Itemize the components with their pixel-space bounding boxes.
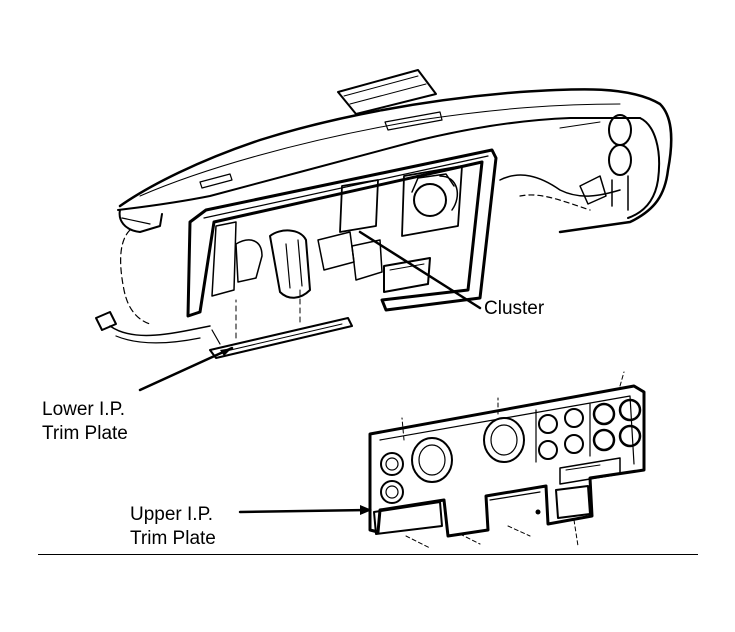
lower-trim-leader-line [138,346,234,392]
upper-ip-trim-plate [368,371,646,549]
upper-trim-plate-label-line1: Upper I.P. [130,504,214,525]
upper-trim-plate-label: Upper I.P. Trim Plate [130,503,216,551]
instrument-panel-assembly [95,69,673,359]
cluster-leader-line [358,230,482,310]
separator-rule [38,554,698,555]
cluster-label: Cluster [484,297,544,321]
lower-trim-plate-label: Lower I.P. Trim Plate [42,398,128,446]
cluster-label-text: Cluster [484,298,545,319]
lower-trim-plate-label-line1: Lower I.P. [42,399,126,420]
upper-trim-leader-line [238,508,370,514]
upper-trim-plate-label-line2: Trim Plate [130,528,216,549]
lower-trim-plate-label-line2: Trim Plate [42,423,128,444]
